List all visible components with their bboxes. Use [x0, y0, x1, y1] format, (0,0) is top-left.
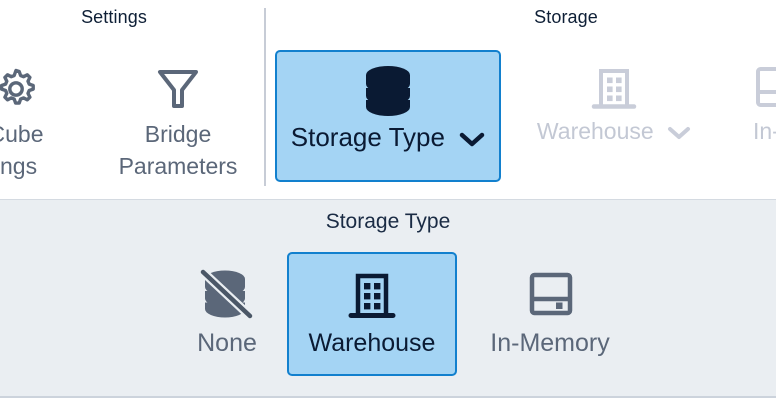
label-line-1: Cube [0, 121, 44, 147]
memory-icon [522, 262, 578, 326]
dropdown-option-label-in-memory: In-Memory [490, 329, 610, 357]
label-text: In-M [753, 118, 776, 144]
funnel-icon [156, 60, 200, 118]
label-text: Warehouse [536, 118, 654, 144]
ribbon-button-in-memory: In-M [716, 58, 776, 146]
group-title-settings: Settings [81, 7, 147, 27]
ribbon-toolbar: Settings Cube ings [0, 0, 776, 199]
ribbon-group-settings: Settings Cube ings [0, 0, 264, 199]
ribbon-button-label-in-memory: In-M [753, 116, 776, 146]
dropdown-option-none[interactable]: None [175, 252, 279, 374]
memory-icon [750, 58, 776, 116]
ribbon-button-bridge-parameters[interactable]: Bridge Parameters [92, 60, 264, 182]
ribbon-button-storage-type[interactable]: Storage Type [275, 50, 501, 182]
database-icon [360, 60, 416, 122]
dropdown-option-label-warehouse: Warehouse [308, 329, 436, 357]
ribbon-button-warehouse: Warehouse [512, 58, 716, 146]
dropdown-option-warehouse[interactable]: Warehouse [287, 252, 457, 376]
group-title-storage: Storage [534, 7, 598, 27]
label-text: Storage Type [290, 122, 445, 152]
ribbon-button-label-warehouse: Warehouse [537, 116, 691, 146]
ribbon-button-label-bridge-parameters: Bridge Parameters [119, 118, 238, 182]
storage-type-dropdown-panel: Storage Type None [0, 199, 776, 398]
ribbon-button-cube-settings[interactable]: Cube ings [0, 60, 76, 182]
dropdown-option-list: None Warehouse [175, 252, 635, 382]
warehouse-icon [343, 262, 401, 326]
database-slash-icon [197, 262, 257, 326]
dropdown-option-label-none: None [197, 329, 257, 357]
ribbon-group-storage: Storage [276, 0, 776, 199]
label-line-2: ings [0, 153, 38, 179]
chevron-down-icon [667, 125, 691, 141]
ribbon-button-label-cube-settings: Cube ings [0, 118, 43, 182]
warehouse-icon [588, 58, 640, 116]
gear-icon [0, 60, 39, 118]
ribbon-group-divider [264, 8, 266, 186]
dropdown-panel-title: Storage Type [325, 210, 451, 233]
label-line-2: Parameters [118, 153, 238, 179]
dropdown-option-in-memory[interactable]: In-Memory [465, 252, 635, 374]
label-line-1: Bridge [144, 121, 212, 147]
ribbon-button-label-storage-type: Storage Type [291, 122, 485, 152]
chevron-down-icon[interactable] [459, 131, 485, 148]
